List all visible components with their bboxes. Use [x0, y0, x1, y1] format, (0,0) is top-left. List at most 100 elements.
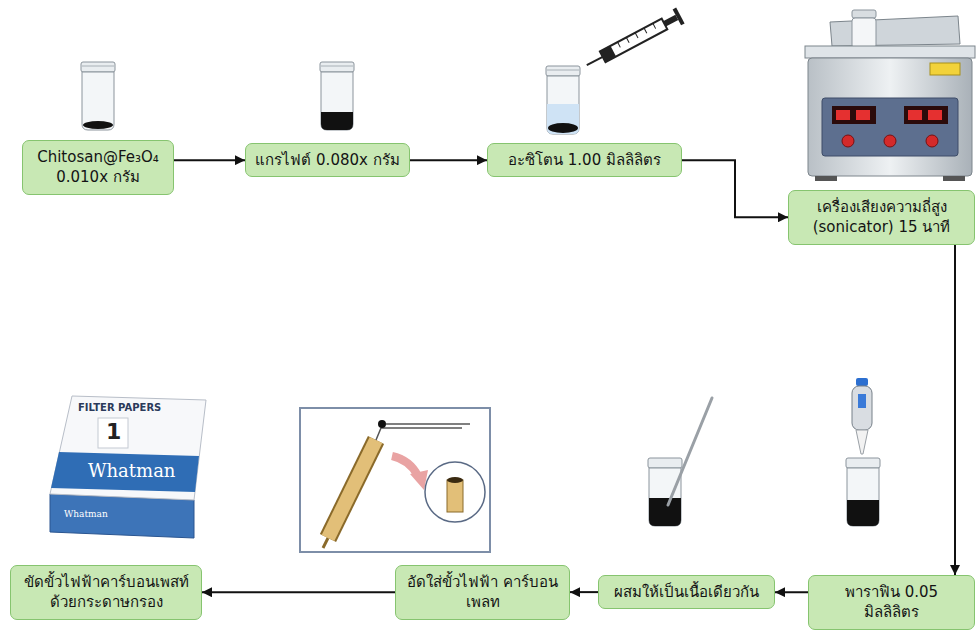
- glass-vial: [847, 500, 879, 526]
- glass-vial: [547, 76, 579, 134]
- sonicator: [904, 106, 948, 124]
- glass-vial: [547, 70, 579, 71]
- flow-arrow: [775, 591, 808, 593]
- sonicator: [852, 18, 876, 48]
- glass-vial: [82, 66, 114, 67]
- glass-vial: [649, 468, 681, 526]
- glass-vial: [81, 62, 115, 130]
- flow-arrow: [202, 591, 395, 593]
- syringe: [600, 19, 667, 62]
- step-text: อะซิโตน 1.00 มิลลิลิตร: [496, 150, 673, 170]
- filter-paper-box: [50, 396, 206, 538]
- step-text: Chitosan@Fe₃O₄ 0.010x กรัม: [31, 147, 165, 188]
- electrode-panel: [392, 456, 418, 476]
- syringe: [663, 15, 678, 27]
- syringe: [635, 33, 638, 38]
- electrode-panel: [386, 423, 470, 425]
- glass-vial: [83, 121, 113, 129]
- brand-label: Whatman: [88, 460, 175, 482]
- filter-paper-box: [50, 494, 194, 538]
- electrode-panel: [425, 462, 485, 522]
- flow-arrow: [174, 159, 245, 161]
- sonicator: [808, 58, 972, 176]
- pipette: [856, 430, 868, 454]
- electrode-panel: [447, 480, 463, 512]
- electrode-panel: [378, 420, 386, 428]
- glass-vial: [548, 123, 578, 133]
- glass-vial: [847, 468, 879, 526]
- sonicator: [836, 110, 850, 120]
- electrode-panel: [328, 440, 376, 538]
- glass-vial: [846, 458, 880, 526]
- sonicator: [928, 110, 942, 120]
- glass-vial: [649, 498, 681, 526]
- electrode-panel: [328, 440, 376, 538]
- syringe: [587, 57, 603, 65]
- electrode-panel: [447, 477, 463, 483]
- glass-vial: [320, 62, 354, 130]
- glass-vial: [81, 62, 115, 72]
- filter-paper-box: [98, 418, 128, 448]
- sonicator: [805, 46, 975, 58]
- glass-vial: [546, 66, 580, 76]
- glass-vial: [846, 458, 880, 468]
- spatula: [668, 398, 712, 505]
- glass-vial: [648, 458, 682, 526]
- sonicator: [822, 98, 958, 156]
- step-text: อัดใส่ขั้วไฟฟ้า คาร์บอนเพลท: [404, 572, 561, 613]
- step-text: แกรไฟต์ 0.080x กรัม: [254, 150, 401, 170]
- glass-vial: [82, 72, 114, 130]
- sonicator: [930, 63, 960, 75]
- pipette: [858, 394, 866, 408]
- step-box: อัดใส่ขั้วไฟฟ้า คาร์บอนเพลท: [395, 565, 570, 620]
- syringe: [600, 46, 616, 62]
- glass-vial: [321, 72, 353, 130]
- step-text: ขัดขั้วไฟฟ้าคาร์บอนเพสท์ ด้วยกระดาษกรอง: [19, 572, 193, 613]
- glass-vial: [320, 62, 354, 72]
- brand-label: Whatman: [64, 509, 108, 520]
- glass-vial: [547, 104, 579, 134]
- sonicator: [884, 135, 896, 147]
- electrode-panel: [376, 428, 462, 440]
- sonicator: [805, 10, 975, 181]
- sonicator: [832, 106, 876, 124]
- step-box: ผสมให้เป็นเนื้อเดียวกัน: [598, 575, 775, 609]
- sonicator: [943, 176, 965, 181]
- spatula: [668, 398, 712, 505]
- step-box: ขัดขั้วไฟฟ้าคาร์บอนเพสท์ ด้วยกระดาษกรอง: [10, 565, 202, 620]
- syringe: [618, 42, 621, 47]
- flow-arrow: [682, 160, 788, 217]
- flow-arrow: [410, 159, 487, 161]
- sonicator: [852, 10, 876, 18]
- step-box: Chitosan@Fe₃O₄ 0.010x กรัม: [22, 140, 174, 195]
- step-box: อะซิโตน 1.00 มิลลิลิตร: [487, 143, 682, 177]
- step-text: ผสมให้เป็นเนื้อเดียวกัน: [607, 582, 766, 602]
- sonicator: [856, 110, 870, 120]
- syringe: [626, 37, 629, 42]
- step-box: แกรไฟต์ 0.080x กรัม: [245, 143, 410, 177]
- syringe: [653, 23, 656, 28]
- glass-vial: [546, 66, 580, 134]
- flow-arrow: [570, 591, 598, 593]
- brand-label: FILTER PAPERS: [78, 402, 161, 414]
- filter-paper-box: [51, 452, 199, 492]
- pipette: [856, 378, 868, 386]
- electrode-panel: [300, 408, 490, 552]
- syringe: [644, 28, 647, 33]
- step-text: พาราฟิน 0.05 มิลลิลิตร: [817, 582, 966, 623]
- glass-vial: [648, 458, 682, 468]
- syringe: [583, 8, 685, 74]
- sonicator: [908, 110, 922, 120]
- syringe: [673, 8, 685, 26]
- electrode-panel: [323, 538, 328, 548]
- sonicator: [830, 16, 960, 46]
- sonicator: [815, 176, 837, 181]
- glass-vial: [321, 66, 353, 67]
- sonicator: [842, 135, 854, 147]
- electrode-panel: [300, 408, 490, 552]
- step-text: เครื่องเสียงความถี่สูง (sonicator) 15 นา…: [797, 197, 966, 238]
- sonicator: [926, 135, 938, 147]
